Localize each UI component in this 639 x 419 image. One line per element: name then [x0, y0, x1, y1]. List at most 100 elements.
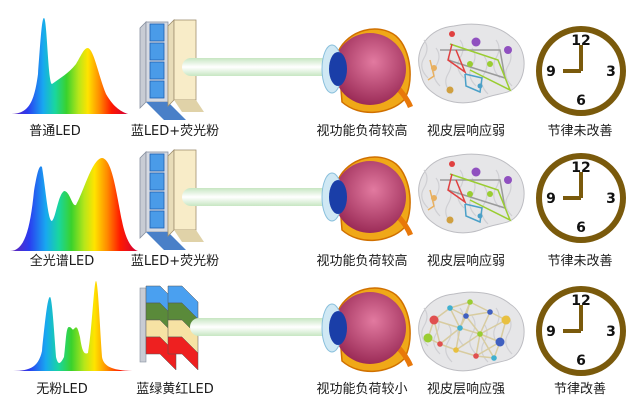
network-node	[495, 337, 505, 347]
substrate	[139, 287, 147, 363]
blue-led-cell	[149, 172, 165, 191]
network-link	[439, 327, 461, 345]
led-chip-diagram	[139, 149, 204, 250]
beam-shape	[182, 58, 342, 76]
network-link	[464, 73, 483, 94]
network-node	[473, 353, 479, 359]
clock-numeral: 6	[576, 93, 586, 109]
chip-label: 蓝绿黄红LED	[136, 382, 214, 397]
clock-numeral: 9	[546, 191, 556, 207]
blue-led-cell	[149, 210, 165, 229]
phosphor-base	[174, 100, 204, 112]
phosphor-base	[174, 230, 204, 242]
network-link	[479, 333, 495, 359]
eyeball	[334, 292, 406, 364]
brain-icon	[418, 291, 525, 372]
led-chip-diagram	[139, 19, 204, 120]
network-node	[429, 315, 439, 325]
clock-numeral: 3	[606, 64, 616, 80]
network-node	[463, 313, 469, 319]
clock-label: 节律未改善	[547, 254, 613, 269]
network-link	[427, 59, 435, 81]
brain-icon	[418, 23, 525, 104]
color-led-cell	[145, 336, 177, 371]
network-node	[457, 325, 463, 331]
clock-label: 节律改善	[553, 382, 607, 397]
network-node	[449, 161, 455, 167]
brain-fold	[481, 185, 489, 225]
network-node	[471, 37, 481, 47]
network-node	[501, 315, 511, 325]
brain-fold	[493, 39, 501, 79]
network-link	[455, 333, 481, 351]
lens	[329, 180, 347, 214]
brain-fold	[421, 39, 429, 79]
brain-label: 视皮层响应强	[426, 382, 506, 397]
spectrum-chart	[10, 281, 138, 371]
brain-label: 视皮层响应弱	[426, 124, 506, 139]
led-chip-diagram	[139, 285, 199, 371]
network-link	[449, 173, 512, 222]
network-node	[449, 31, 455, 37]
network-link	[479, 319, 507, 335]
blue-led-cell	[149, 191, 165, 210]
network-node	[447, 305, 453, 311]
network-node	[487, 61, 493, 67]
phosphor-edge	[167, 149, 175, 237]
spectrum-curve	[10, 18, 128, 114]
network-link	[475, 341, 501, 357]
network-node	[487, 309, 493, 315]
network-node	[467, 299, 473, 305]
clock-label: 节律未改善	[547, 124, 613, 139]
network-node	[431, 65, 437, 71]
blue-led-cell	[149, 80, 165, 99]
clock-numeral: 3	[606, 191, 616, 207]
network-node	[504, 176, 512, 184]
brain-fold	[421, 169, 429, 209]
spectrum-label: 无粉LED	[36, 382, 88, 397]
network-link	[449, 43, 512, 92]
eye-icon	[321, 28, 413, 114]
spectrum-chart	[10, 18, 128, 114]
chip-label: 蓝LED+荧光粉	[130, 254, 220, 269]
network-link	[464, 203, 483, 224]
clock-numeral: 6	[576, 353, 586, 369]
spectrum-label: 全光谱LED	[29, 254, 95, 269]
network-node	[446, 216, 454, 224]
eye-label: 视功能负荷较小	[316, 382, 408, 397]
network-node	[453, 347, 459, 353]
network-link	[449, 307, 461, 329]
light-beam	[190, 318, 340, 336]
chip-base	[146, 102, 186, 120]
network-node	[477, 83, 483, 89]
network-node	[504, 46, 512, 54]
network-link	[465, 315, 481, 335]
clock-numeral: 3	[606, 324, 616, 340]
network-link	[427, 189, 435, 211]
network-link	[459, 327, 481, 335]
brain-fold	[505, 315, 513, 355]
network-node	[437, 341, 443, 347]
spectrum-curve	[10, 281, 138, 371]
beam-shape	[190, 318, 340, 336]
network-node	[467, 191, 473, 197]
blue-led-cell	[149, 42, 165, 61]
eyeball	[334, 161, 406, 233]
network-link	[475, 355, 495, 359]
network-link	[475, 333, 481, 357]
beam-shape	[182, 188, 342, 206]
network-node	[471, 167, 481, 177]
eye-label: 视功能负荷较高	[316, 124, 408, 139]
clock-numeral: 12	[571, 33, 590, 49]
network-node	[467, 61, 473, 67]
network-link	[439, 343, 457, 351]
brain-fold	[481, 55, 489, 95]
blue-led-cell	[149, 153, 165, 172]
brain-fold	[445, 323, 453, 363]
